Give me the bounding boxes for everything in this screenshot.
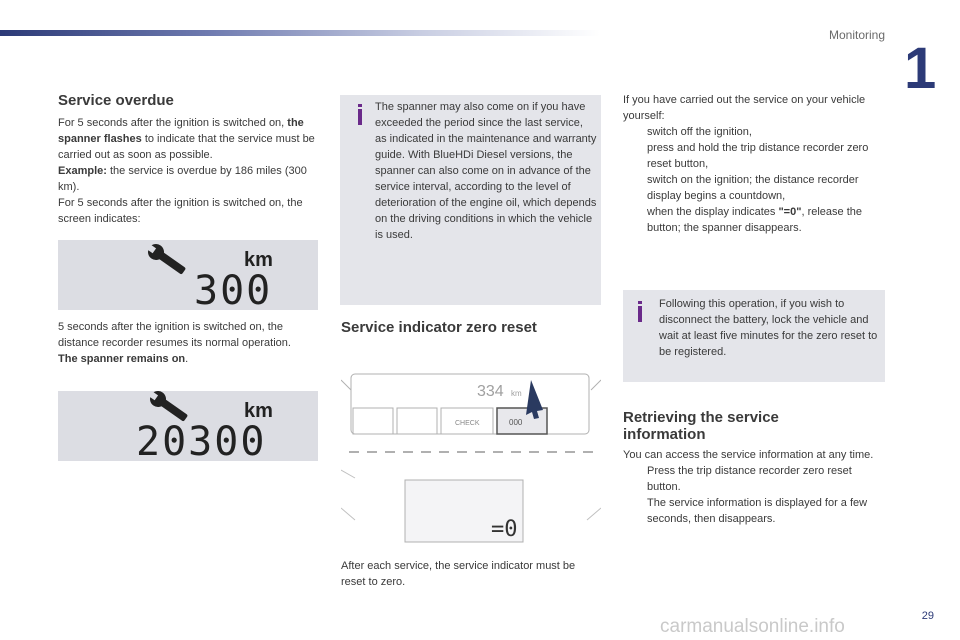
info-box-text: Following this operation, if you wish to…	[659, 298, 878, 358]
list-item: Press the trip distance recorder zero re…	[647, 465, 852, 493]
service-overdue-heading: Service overdue	[58, 92, 174, 109]
odometer-text: 334	[477, 383, 504, 400]
list-item: switch off the ignition,	[647, 126, 752, 138]
list-item-continuation: The service information is displayed for…	[647, 497, 868, 525]
lcd-display	[404, 479, 524, 543]
self-service-steps: If you have carried out the service on y…	[623, 92, 888, 236]
info-icon	[638, 301, 642, 322]
cluster-edge-left	[340, 469, 356, 479]
watermark: carmanualsonline.info	[660, 616, 845, 637]
resume-text: 5 seconds after the ignition is switched…	[58, 321, 291, 365]
cluster-edge-left-lower	[340, 507, 356, 521]
info-box-battery: Following this operation, if you wish to…	[623, 290, 885, 382]
after-service-text: After each service, the service indicato…	[341, 560, 576, 588]
retrieve-text: You can access the service information a…	[623, 447, 885, 527]
display-20300-svg: km 20300	[136, 390, 273, 465]
lcd-reset-text: =0	[491, 517, 518, 542]
service-overdue-text: For 5 seconds after the ignition is swit…	[58, 117, 315, 225]
list-item: press and hold the trip distance recorde…	[647, 142, 869, 170]
spanner-icon	[148, 390, 188, 421]
top-gradient-bar	[0, 30, 600, 36]
reset-heading: Service indicator zero reset	[341, 319, 537, 336]
cluster-illustration: 334 km CHECK 000 =0	[340, 370, 602, 545]
info-icon	[358, 104, 362, 125]
display-panel-20300: km 20300	[58, 390, 318, 465]
chapter-number: 1	[904, 36, 937, 101]
list-item: when the display indicates "=0", release…	[647, 206, 862, 234]
distance-digits: 20300	[136, 419, 266, 461]
odometer-unit: km	[511, 389, 522, 398]
press-arrow-icon	[526, 380, 543, 419]
retrieve-heading: Retrieving the service information	[623, 409, 779, 443]
distance-digits: 300	[194, 268, 272, 310]
cluster-svg: 334 km CHECK 000 =0	[340, 373, 602, 543]
spanner-icon	[146, 243, 186, 274]
km-unit-text: km	[244, 400, 273, 422]
info-box-spanner: The spanner may also come on if you have…	[340, 95, 601, 305]
cluster-edge-right	[586, 507, 602, 521]
display-panel-300: km 300	[58, 240, 318, 314]
km-unit-text: km	[244, 249, 273, 271]
check-button-label: CHECK	[455, 420, 480, 427]
info-box-text: The spanner may also come on if you have…	[375, 101, 597, 241]
list-item: switch on the ignition; the distance rec…	[647, 174, 859, 202]
display-300-svg: km 300	[146, 243, 273, 314]
section-label: Monitoring	[828, 28, 885, 42]
zero-button-label: 000	[509, 418, 523, 427]
page-number: 29	[921, 610, 934, 622]
